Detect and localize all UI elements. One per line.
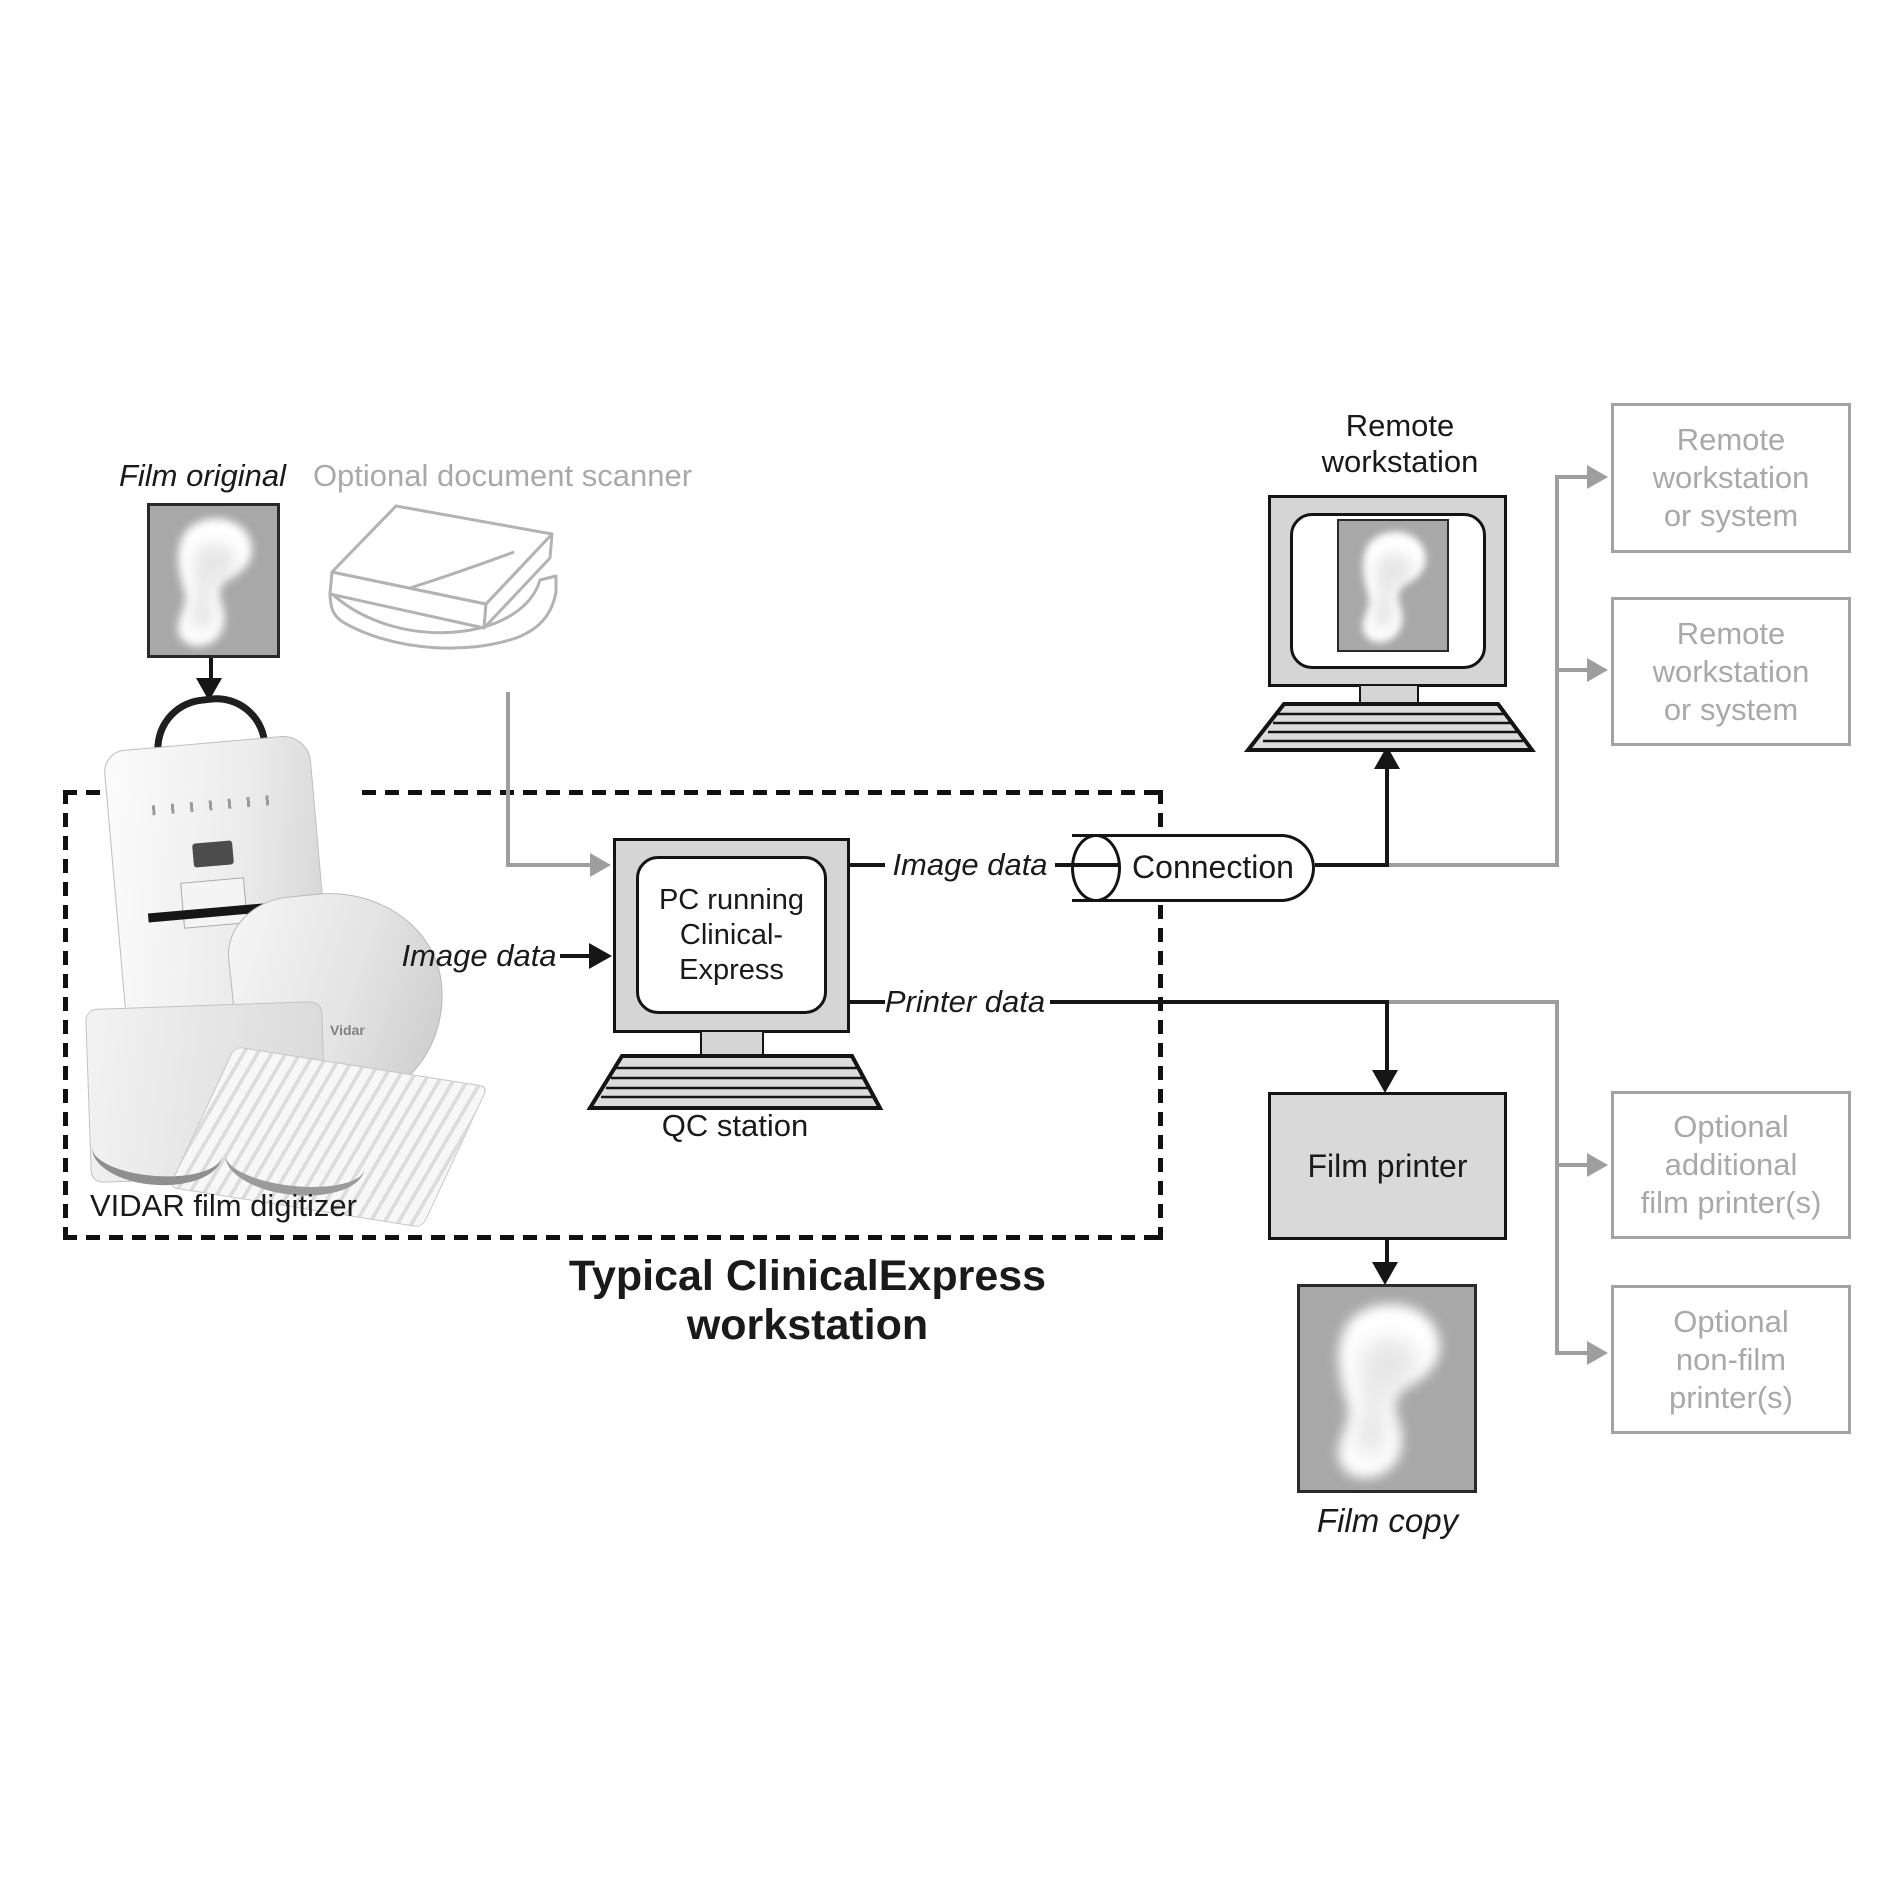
digitizer-logo: Vidar bbox=[330, 1022, 365, 1038]
optional-printer-box-2: Optional non-film printer(s) bbox=[1611, 1285, 1851, 1434]
imagedata-out-line1 bbox=[847, 863, 885, 867]
optional-box1-line3: film printer(s) bbox=[1640, 1185, 1822, 1220]
remote-box1-line bbox=[1555, 475, 1587, 479]
optional-box1-line bbox=[1555, 1163, 1587, 1167]
remote-system-box-1: Remote workstation or system bbox=[1611, 403, 1851, 553]
film-printer-label: Film printer bbox=[1307, 1147, 1468, 1184]
filmcopy-arrow-line bbox=[1385, 1240, 1389, 1264]
remote-box2-line1: Remote bbox=[1676, 615, 1786, 651]
digitizer-label: VIDAR film digitizer bbox=[90, 1188, 357, 1223]
scanner-label: Optional document scanner bbox=[312, 458, 693, 493]
qc-screen-line2: Clinical- bbox=[679, 918, 784, 951]
film-printer-box: Film printer bbox=[1268, 1092, 1507, 1240]
optional-box1-line2: additional bbox=[1664, 1147, 1798, 1182]
optional-box2-arrowhead bbox=[1587, 1341, 1608, 1365]
dashed-border-top bbox=[63, 790, 1163, 795]
filmprinter-arrow-line bbox=[1385, 1002, 1389, 1072]
dashed-border-right bbox=[1158, 790, 1163, 1240]
filmcopy-arrowhead bbox=[1372, 1262, 1398, 1285]
remote-ws-arrow-line bbox=[1385, 764, 1389, 867]
film-original-blob bbox=[150, 506, 277, 655]
remote-system-box-2: Remote workstation or system bbox=[1611, 597, 1851, 746]
qc-station-label: QC station bbox=[661, 1108, 809, 1143]
printer-data-label: Printer data bbox=[884, 984, 1046, 1019]
scanner-illustration bbox=[328, 504, 558, 650]
diagram-title: Typical ClinicalExpress workstation bbox=[568, 1252, 1047, 1349]
connection-label: Connection bbox=[1132, 849, 1294, 885]
digitizer-sticker bbox=[180, 877, 248, 929]
dashed-border-left bbox=[63, 790, 68, 1240]
remote-workstation-label: Remote workstation bbox=[1295, 408, 1505, 480]
qc-keyboard bbox=[586, 1054, 884, 1110]
remote-box1-line2: workstation bbox=[1652, 460, 1810, 495]
remote-box1-line1: Remote bbox=[1676, 422, 1786, 457]
image-data-out-label: Image data bbox=[892, 847, 1048, 882]
qc-screen-line3: Express bbox=[679, 953, 784, 986]
digitizer-display bbox=[192, 840, 234, 868]
optional-box2-line1: Optional bbox=[1673, 1303, 1789, 1339]
printerdata-line2 bbox=[1050, 1000, 1389, 1004]
film-copy-image bbox=[1297, 1284, 1477, 1493]
remote-box2-line bbox=[1555, 668, 1587, 672]
printer-branch-horizontal bbox=[1389, 1000, 1559, 1004]
optional-box1-arrowhead bbox=[1587, 1153, 1608, 1177]
optional-box2-line3: printer(s) bbox=[1668, 1379, 1793, 1415]
remote-box2-line3: or system bbox=[1663, 691, 1799, 727]
remote-box2-arrowhead bbox=[1587, 658, 1608, 682]
remote-branch-horizontal bbox=[1389, 863, 1559, 867]
scanner-cable-vertical bbox=[506, 692, 510, 867]
connection-cylinder-end bbox=[1071, 834, 1121, 902]
scanner-cable-horizontal bbox=[506, 863, 590, 867]
remote-box2-line2: workstation bbox=[1652, 653, 1810, 689]
image-data-in-label: Image data bbox=[401, 938, 557, 973]
imagedata-arrow-line bbox=[560, 954, 590, 958]
qc-monitor-screen: PC running Clinical- Express bbox=[636, 856, 827, 1014]
optional-box1-line1: Optional bbox=[1673, 1109, 1789, 1144]
film-original-label: Film original bbox=[118, 458, 287, 493]
remote-box1-arrowhead bbox=[1587, 465, 1608, 489]
remote-keyboard bbox=[1243, 702, 1536, 752]
remote-screen-film bbox=[1337, 519, 1449, 652]
film-copy-blob bbox=[1300, 1287, 1474, 1490]
optional-box2-line bbox=[1555, 1351, 1587, 1355]
film-original-image bbox=[147, 503, 280, 658]
remote-ws-label-line1: Remote bbox=[1345, 408, 1455, 443]
film-to-digitizer-arrowhead bbox=[196, 678, 222, 701]
scanner-cable-arrowhead bbox=[590, 853, 611, 877]
remote-screen-blob bbox=[1339, 521, 1447, 650]
remote-ws-label-line2: workstation bbox=[1321, 444, 1479, 479]
qc-screen-line1: PC running bbox=[658, 883, 805, 916]
film-to-digitizer-line bbox=[209, 658, 213, 680]
printer-branch-vertical bbox=[1555, 1000, 1559, 1355]
dashed-border-bottom bbox=[63, 1235, 1163, 1240]
optional-printer-box-1: Optional additional film printer(s) bbox=[1611, 1091, 1851, 1239]
remote-box1-line3: or system bbox=[1663, 498, 1799, 533]
imagedata-arrowhead bbox=[589, 943, 612, 969]
film-copy-label: Film copy bbox=[1316, 1502, 1459, 1539]
optional-box2-line2: non-film bbox=[1675, 1341, 1787, 1377]
connection-out-line bbox=[1315, 863, 1389, 867]
printerdata-line1 bbox=[847, 1000, 885, 1004]
filmprinter-arrowhead bbox=[1372, 1070, 1398, 1093]
